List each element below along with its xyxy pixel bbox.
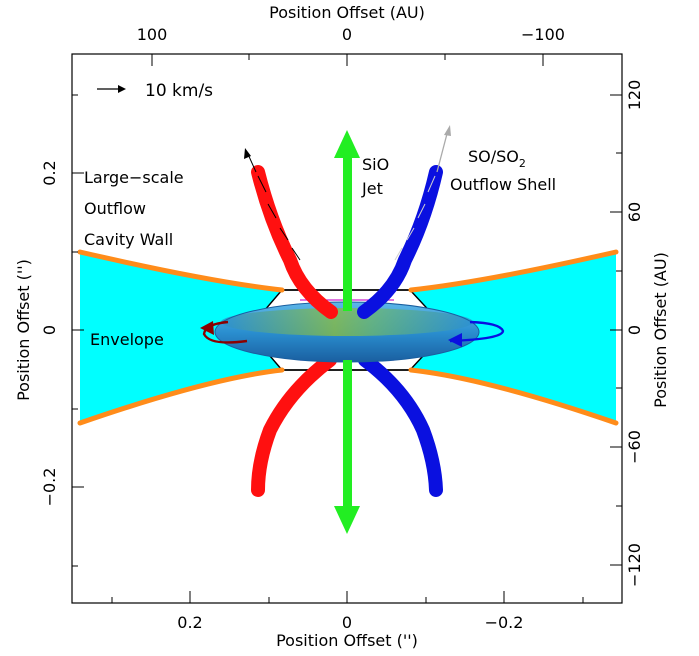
so-label-main: SO/SO [468,147,519,166]
blue-lobe-velocity-arrows [394,175,436,261]
gray-velocity-arrowhead [444,125,451,136]
top-tick-label: 0 [342,25,352,44]
left-axis-title: Position Offset ('') [14,259,33,401]
blue-rotation-arrowhead [448,333,462,347]
right-tick-label: 60 [625,202,644,222]
outflow-label-line-2: Outflow [84,199,146,218]
right-tick-label: 120 [625,80,644,111]
so-label-line-1: SO/SO2 [468,147,526,170]
left-tick-label: −0.2 [40,468,59,507]
so-label-line-2: Outflow Shell [450,175,556,194]
blueshifted-lobe-upper [357,165,443,319]
top-tick-label: 100 [137,25,168,44]
sio-label-line-2: Jet [361,179,383,198]
bottom-tick-label: 0.2 [177,613,202,632]
envelope-right [411,252,616,423]
outflow-label-line-1: Large−scale [84,168,184,187]
sio-jet [334,130,360,534]
redshifted-lobe-upper [251,165,338,319]
sio-label-line-1: SiO [362,155,389,174]
right-tick-label: 0 [625,325,644,335]
so-label-subscript: 2 [519,157,526,170]
top-tick-label: −100 [521,25,565,44]
right-axis-title: Position Offset (AU) [651,252,670,408]
right-tick-label: −60 [625,430,644,464]
velocity-scale-arrowhead [118,85,126,93]
envelope-left [80,252,282,423]
envelope-label: Envelope [90,330,164,349]
black-velocity-arrowhead [244,148,251,159]
bottom-axis-title: Position Offset ('') [276,631,418,650]
rotation-arrows [202,320,505,344]
tick-marks [72,54,622,603]
outflow-label-line-3: Cavity Wall [84,230,173,249]
gray-velocity-arrow [436,129,449,173]
left-tick-label: 0.2 [40,160,59,185]
redshifted-lobe-lower [251,353,337,497]
left-tick-label: 0 [40,325,59,335]
red-rotation-arrowhead [200,321,214,335]
right-tick-label: −120 [625,543,644,587]
bottom-tick-label: 0 [342,613,352,632]
top-axis-title: Position Offset (AU) [269,3,425,22]
bottom-tick-label: −0.2 [485,613,524,632]
cavity-wall [77,249,619,426]
velocity-scale-label: 10 km/s [145,81,213,101]
blueshifted-lobe-lower [358,353,443,497]
